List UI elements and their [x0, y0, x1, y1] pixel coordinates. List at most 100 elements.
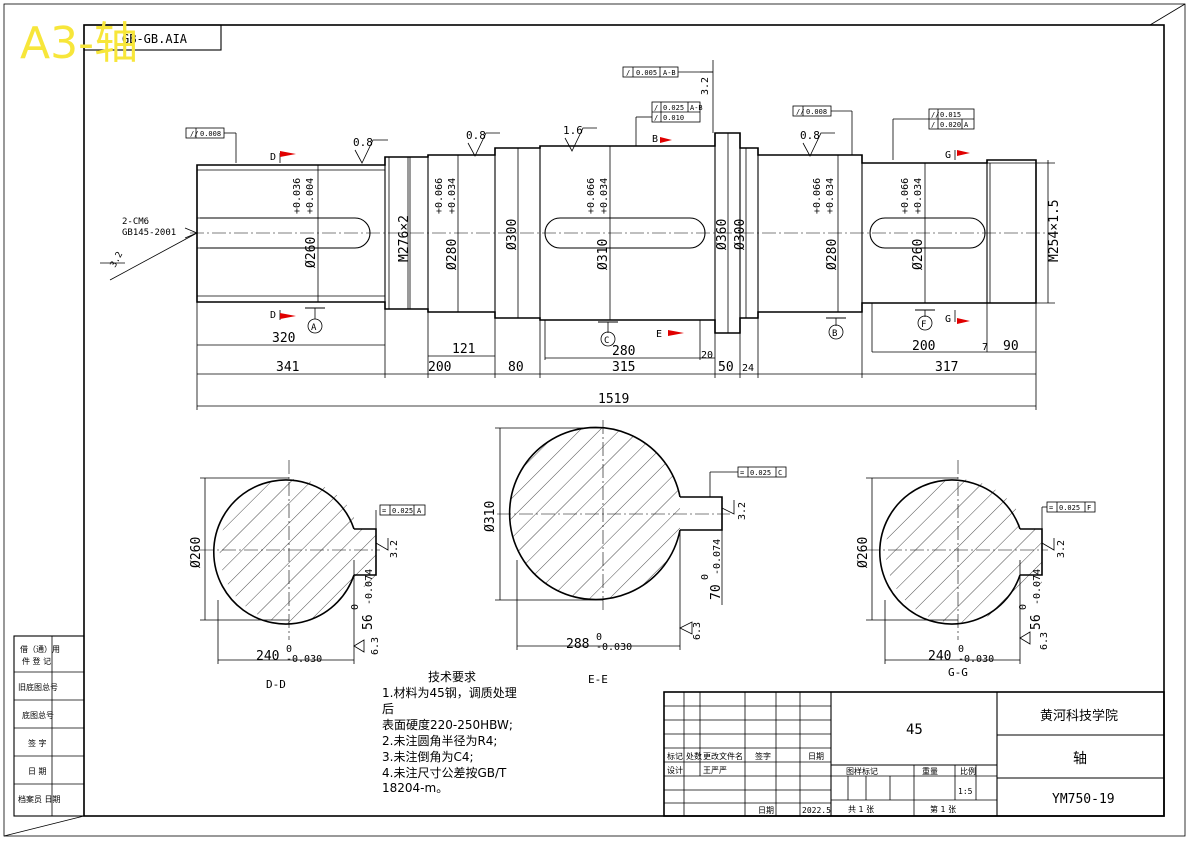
dia-280: Ø280	[445, 239, 460, 270]
part-name: 轴	[1073, 751, 1087, 767]
svg-text:0: 0	[1018, 604, 1029, 610]
svg-text:Ø260: Ø260	[856, 537, 871, 568]
scale: 1:5	[958, 787, 973, 796]
svg-text:3.2: 3.2	[389, 540, 400, 558]
section-marks: D D B E G G	[270, 134, 970, 340]
svg-text:Ø260: Ø260	[189, 537, 204, 568]
svg-text:1.6: 1.6	[563, 124, 583, 137]
svg-text:80: 80	[508, 360, 524, 375]
svg-text:/: /	[654, 114, 658, 122]
svg-text:24: 24	[742, 363, 754, 374]
svg-text:341: 341	[276, 360, 299, 375]
svg-text:4.未注尺寸公差按GB/T: 4.未注尺寸公差按GB/T	[382, 765, 507, 780]
svg-text:0: 0	[700, 574, 711, 580]
svg-text:A: A	[417, 507, 422, 515]
svg-text:0: 0	[350, 604, 361, 610]
svg-text://: //	[796, 108, 804, 116]
svg-text:0: 0	[286, 644, 292, 655]
svg-text:/: /	[654, 104, 658, 112]
keyway-middle	[544, 217, 706, 249]
svg-text:240: 240	[928, 649, 951, 664]
svg-text:王严严: 王严严	[703, 766, 727, 775]
strip-3: 底图总号	[22, 710, 54, 720]
svg-text:0.015: 0.015	[940, 111, 961, 119]
svg-text:2022.5: 2022.5	[802, 806, 831, 815]
svg-text:-0.030: -0.030	[958, 654, 994, 665]
sheet-border	[3, 3, 1186, 837]
svg-text:D: D	[270, 310, 276, 321]
svg-text://: //	[190, 130, 198, 138]
svg-text:240: 240	[256, 649, 279, 664]
svg-text:+0.066: +0.066	[586, 178, 597, 214]
svg-text:比例: 比例	[960, 766, 976, 776]
svg-text:-0.074: -0.074	[712, 539, 723, 575]
svg-text:设计: 设计	[667, 765, 683, 775]
svg-text:0: 0	[596, 632, 602, 643]
svg-text:图样标记: 图样标记	[846, 766, 878, 776]
center-hole-label-1: 2-CM6	[122, 217, 149, 227]
svg-text:=: =	[1049, 504, 1053, 512]
svg-text:=: =	[740, 469, 744, 477]
svg-text:/: /	[931, 121, 935, 129]
svg-text:6.3: 6.3	[1039, 632, 1050, 650]
svg-text:A: A	[964, 121, 969, 129]
svg-text:+0.034: +0.034	[913, 178, 924, 214]
svg-text:处数: 处数	[686, 751, 702, 761]
svg-text:0: 0	[958, 644, 964, 655]
svg-text:0.025: 0.025	[663, 104, 684, 112]
svg-text:标记: 标记	[667, 751, 683, 761]
strip-2: 旧底图总号	[18, 682, 58, 692]
svg-text:F: F	[921, 320, 926, 330]
shaft-main-view: 2-CM6 GB145-2001 3.2 Ø260 +0.036 +0.004 …	[100, 60, 1062, 410]
school-name: 黄河科技学院	[1040, 708, 1118, 724]
dia-300-right: Ø300	[733, 219, 748, 250]
svg-text:E: E	[656, 329, 662, 340]
svg-text:B: B	[832, 329, 837, 339]
strip-6: 档案员 日期	[18, 794, 61, 804]
svg-text:D-D: D-D	[266, 678, 286, 691]
svg-text:日期: 日期	[808, 752, 824, 761]
svg-text:2.未注圆角半径为R4;: 2.未注圆角半径为R4;	[382, 733, 497, 748]
technical-notes: 技术要求 1.材料为45钢，调质处理 后 表面硬度220-250HBW; 2.未…	[382, 670, 517, 795]
svg-text:更改文件名: 更改文件名	[703, 751, 743, 761]
dia-300-left: Ø300	[505, 219, 520, 250]
svg-text:0.008: 0.008	[806, 108, 827, 116]
svg-text:50: 50	[718, 360, 734, 375]
dia-360: Ø360	[715, 219, 730, 250]
left-strip: 借（通）用 件 登 记 旧底图总号 底图总号 签 字 日 期 档案员 日期	[13, 635, 85, 817]
svg-text:第 1 张: 第 1 张	[930, 804, 956, 814]
svg-text:0.020: 0.020	[940, 121, 961, 129]
svg-text:200: 200	[912, 339, 935, 354]
svg-text:B: B	[652, 134, 658, 145]
svg-text:-0.030: -0.030	[286, 654, 322, 665]
svg-text:1.材料为45钢，调质处理: 1.材料为45钢，调质处理	[382, 686, 517, 700]
svg-text:0.8: 0.8	[466, 129, 486, 142]
watermark: A3-轴	[20, 18, 138, 69]
svg-text:后: 后	[382, 702, 394, 716]
svg-text:日期: 日期	[758, 806, 774, 815]
svg-text:A-B: A-B	[690, 104, 703, 112]
tolerance-frame-5: // 0.015 / 0.020 A	[892, 108, 975, 160]
svg-text:56: 56	[1029, 614, 1044, 630]
svg-text:3.未注倒角为C4;: 3.未注倒角为C4;	[382, 749, 474, 764]
svg-text:6.3: 6.3	[370, 637, 381, 655]
svg-text:1519: 1519	[598, 392, 629, 407]
svg-text:320: 320	[272, 331, 295, 346]
notes-title: 技术要求	[428, 670, 476, 684]
svg-text:317: 317	[935, 360, 958, 375]
svg-text:共 1 张: 共 1 张	[848, 805, 874, 814]
tolerance-frame-1: // 0.008	[185, 127, 237, 163]
dia-310: Ø310	[596, 239, 611, 270]
svg-text:3.2: 3.2	[1056, 540, 1067, 558]
svg-text:G: G	[945, 314, 951, 325]
svg-text:A-B: A-B	[663, 69, 676, 77]
center-hole-label-2: GB145-2001	[122, 228, 176, 238]
section-d-d: Ø260 240 0 -0.030 56 0 -0.074 = 0.025 A …	[189, 460, 426, 691]
svg-text:=: =	[382, 507, 386, 515]
svg-text:表面硬度220-250HBW;: 表面硬度220-250HBW;	[382, 717, 513, 732]
svg-text:+0.036: +0.036	[292, 178, 303, 214]
length-dimensions	[196, 302, 1037, 410]
svg-text:+0.066: +0.066	[900, 178, 911, 214]
svg-text:A: A	[311, 323, 317, 333]
dia-260: Ø260	[304, 237, 319, 268]
